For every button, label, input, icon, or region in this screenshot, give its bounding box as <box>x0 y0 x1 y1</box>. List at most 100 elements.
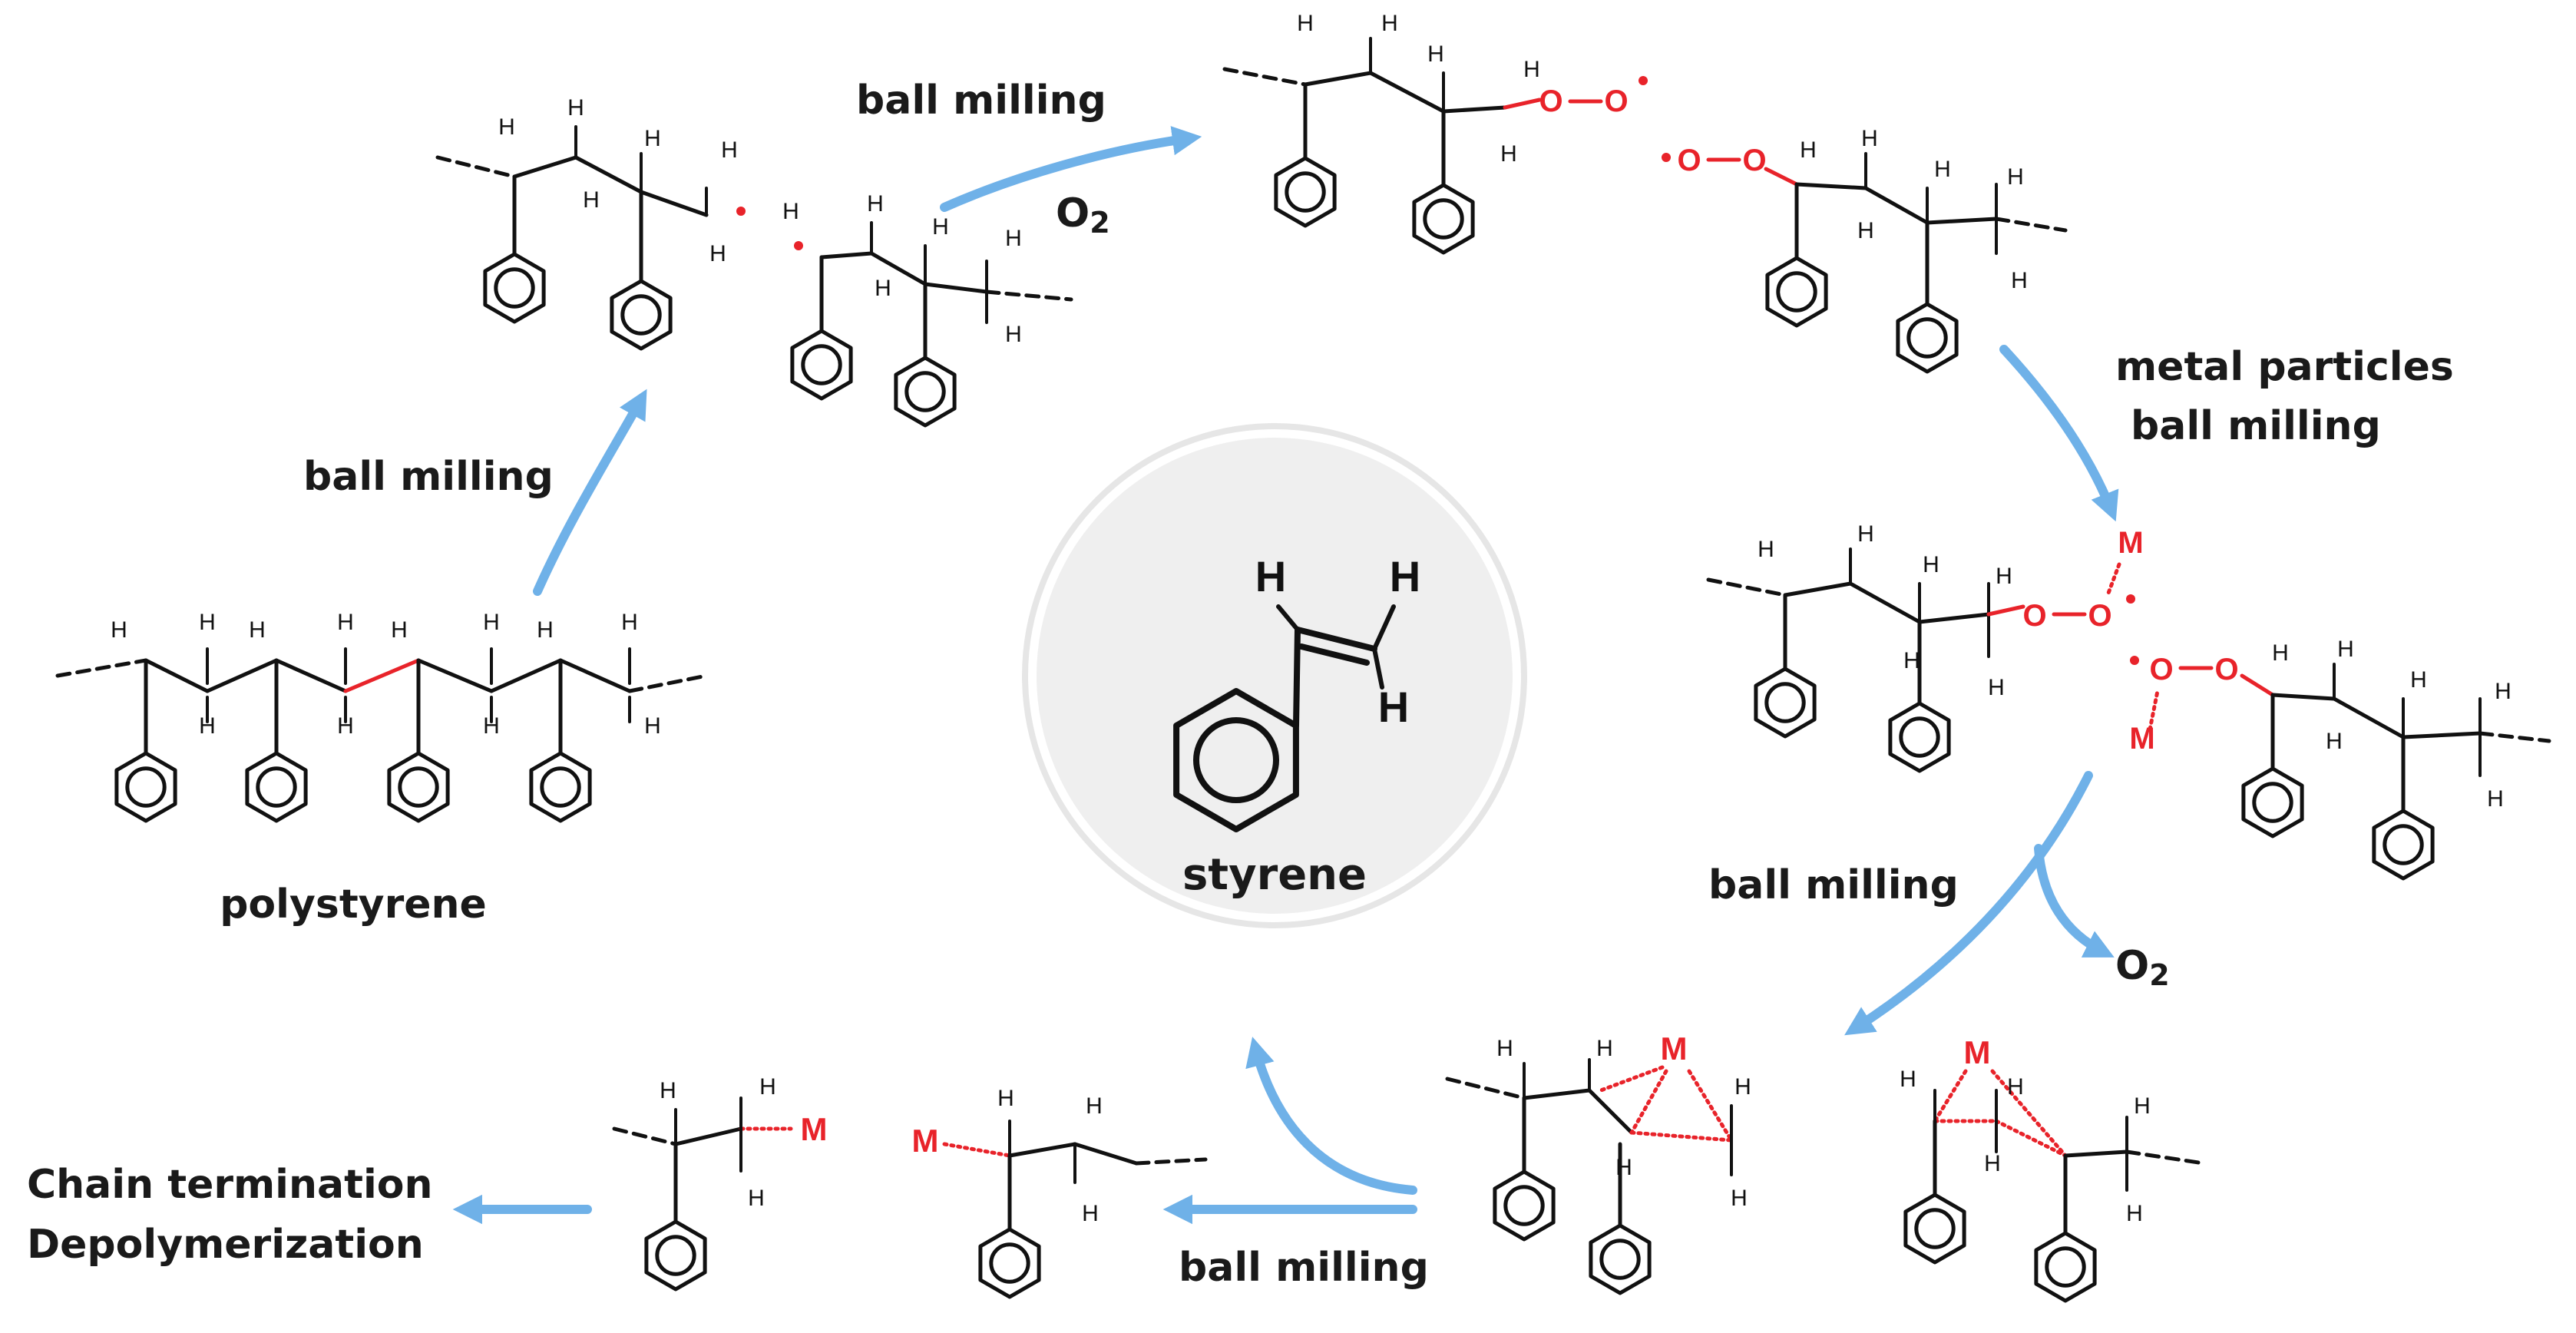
bond <box>512 155 578 179</box>
ring-hexagon <box>644 1219 707 1292</box>
hydrogen-atom: H <box>583 187 600 213</box>
bond <box>1848 581 1922 624</box>
ring-aromatic-circle <box>904 371 946 412</box>
hydrogen-atom: H <box>498 114 515 140</box>
benzene-ring <box>1888 701 1951 773</box>
chain-continuation <box>1134 1157 1208 1166</box>
metal-atom: M <box>1964 1034 1991 1070</box>
styrene-aromatic-circle <box>1193 717 1279 803</box>
ring-aromatic-circle <box>2045 1246 2086 1288</box>
benzene-ring <box>1754 666 1817 739</box>
ball-milling-label-2: ball milling <box>856 78 1106 124</box>
metal-particles-label: metal particles <box>2115 344 2454 390</box>
bond <box>639 190 709 217</box>
vinyl-double-bond <box>1298 643 1370 666</box>
hydrogen-atom: H <box>2007 1074 2024 1100</box>
arrow-peroxy-to-metal <box>1999 345 2119 522</box>
hydrogen-atom: H <box>1596 1036 1613 1061</box>
hydrogen-atom: H <box>2011 268 2028 293</box>
chain-continuation <box>55 658 148 678</box>
hydrogen-atom: H <box>567 95 584 121</box>
hydrogen-atom: H <box>644 713 661 739</box>
ball-milling-label-3: ball milling <box>2131 403 2381 449</box>
bond <box>1986 604 2025 617</box>
hydrogen-atom: H <box>1731 1186 1748 1211</box>
benzene-ring <box>1274 156 1337 228</box>
ring-hexagon <box>2034 1231 2097 1303</box>
hydrogen-atom: H <box>1086 1093 1103 1119</box>
ring-hexagon <box>1896 302 1959 374</box>
arrows <box>452 126 2119 1225</box>
metal-atom: M <box>2118 526 2143 560</box>
ring-hexagon <box>610 279 673 351</box>
ring-aromatic-circle <box>494 267 535 309</box>
hydrogen-atom: H <box>537 617 554 643</box>
benzene-ring <box>1896 302 1959 374</box>
hydrogen-atom: H <box>483 713 500 739</box>
radical-dot <box>1639 76 1648 85</box>
hydrogen-atom: H <box>2126 1201 2143 1226</box>
benzene-ring <box>483 252 546 324</box>
oxygen-atom: O <box>2149 653 2173 686</box>
polystyrene-label: polystyrene <box>220 882 487 928</box>
benzene-ring <box>790 329 853 401</box>
benzene-ring <box>2241 766 2304 838</box>
hydrogen-atom: H <box>1082 1201 1099 1226</box>
ring-aromatic-circle <box>1899 716 1940 758</box>
benzene-ring <box>1589 1223 1652 1295</box>
hydrogen-atom: H <box>1255 552 1286 600</box>
bond <box>489 658 563 693</box>
depolymerization-label: Depolymerization <box>27 1222 424 1268</box>
hydrogen-atom: H <box>249 617 266 643</box>
bond <box>416 658 494 693</box>
ring-hexagon <box>1412 183 1475 255</box>
bond <box>673 1126 743 1146</box>
hydrogen-atom: H <box>2272 640 2289 666</box>
ball-milling-label-4: ball milling <box>1708 862 1959 908</box>
radical-dot <box>794 241 803 250</box>
hydrogen-atom: H <box>1857 218 1874 243</box>
hydrogen-atom: H <box>2134 1093 2151 1119</box>
benzene-ring <box>644 1219 707 1292</box>
ring-hexagon <box>387 751 450 823</box>
hydrogen-atom: H <box>199 610 216 635</box>
oxygen-atom: O <box>1742 144 1766 177</box>
ring-aromatic-circle <box>2383 824 2424 865</box>
bond <box>1794 182 1868 190</box>
bond <box>1441 105 1507 114</box>
oxygen-atom: O <box>1539 84 1562 118</box>
hydrogen-atom: H <box>337 713 354 739</box>
bond <box>2332 696 2406 739</box>
hydrogen-atom: H <box>621 610 638 635</box>
ring-hexagon <box>790 329 853 401</box>
ring-aromatic-circle <box>1776 271 1817 313</box>
benzene-ring <box>1903 1192 1966 1265</box>
bond <box>1917 612 1991 624</box>
chain-continuation <box>612 1126 678 1146</box>
bond <box>1863 186 1930 225</box>
bond <box>558 658 632 693</box>
hydrogen-atom: H <box>1381 11 1398 36</box>
bond <box>1303 71 1373 87</box>
ring-aromatic-circle <box>540 766 581 808</box>
vinyl-double-bond <box>1295 627 1377 652</box>
ring-aromatic-circle <box>801 344 842 385</box>
ring-aromatic-circle <box>1503 1185 1545 1226</box>
ring-hexagon <box>1754 666 1817 739</box>
ring-aromatic-circle <box>256 766 297 808</box>
oxygen-atom: O <box>2022 599 2046 633</box>
chain-continuation <box>2478 731 2551 743</box>
oxygen-atom: O <box>1604 84 1628 118</box>
hydrogen-atom: H <box>2487 786 2504 812</box>
bond <box>1783 581 1853 597</box>
bond <box>1994 1119 2068 1158</box>
vinyl-bond <box>1293 627 1301 729</box>
benzene-ring <box>610 279 673 351</box>
bond <box>2105 562 2121 597</box>
benzene-ring <box>894 356 957 428</box>
benzene-ring <box>2034 1231 2097 1303</box>
hydrogen-atom: H <box>1427 41 1444 67</box>
bond <box>1764 167 1799 187</box>
ball-milling-label-1: ball milling <box>303 454 554 500</box>
